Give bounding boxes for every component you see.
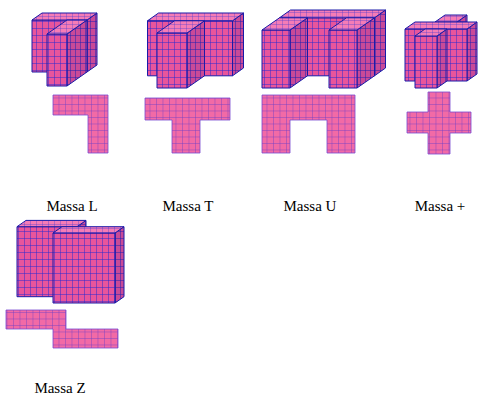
- building-face: [17, 220, 86, 226]
- plan-plus: [407, 92, 471, 154]
- building-face: [435, 15, 467, 22]
- building-face: [329, 30, 357, 88]
- building-face: [329, 18, 375, 30]
- building-face: [375, 10, 386, 76]
- building-face: [53, 233, 115, 303]
- building-3d-views: [17, 10, 477, 303]
- building-face: [53, 227, 124, 233]
- shape-label: Massa +: [415, 197, 466, 215]
- building-face: [262, 30, 290, 88]
- building-face: [437, 29, 447, 88]
- plan-l: [53, 95, 108, 153]
- building-face: [415, 36, 437, 88]
- building-face: [115, 227, 124, 303]
- building-face: [157, 33, 187, 88]
- building-face: [148, 13, 244, 21]
- building-face: [157, 21, 205, 33]
- building-face: [405, 22, 477, 29]
- shape-label: Massa U: [284, 197, 337, 215]
- building-face: [47, 34, 67, 86]
- building-face: [233, 13, 244, 76]
- building-face: [32, 13, 97, 20]
- building-face: [467, 22, 477, 81]
- shape-label: Massa Z: [34, 379, 85, 397]
- plan-views: [6, 92, 471, 348]
- building-face: [262, 18, 308, 30]
- plan-z: [6, 310, 118, 348]
- building-face: [87, 13, 97, 72]
- building-face: [280, 10, 386, 18]
- building-face: [415, 29, 447, 36]
- shape-label: Massa T: [163, 197, 214, 215]
- plan-t: [145, 98, 230, 153]
- plan-u: [262, 95, 355, 153]
- building-face: [47, 20, 87, 34]
- shape-label: Massa L: [46, 197, 97, 215]
